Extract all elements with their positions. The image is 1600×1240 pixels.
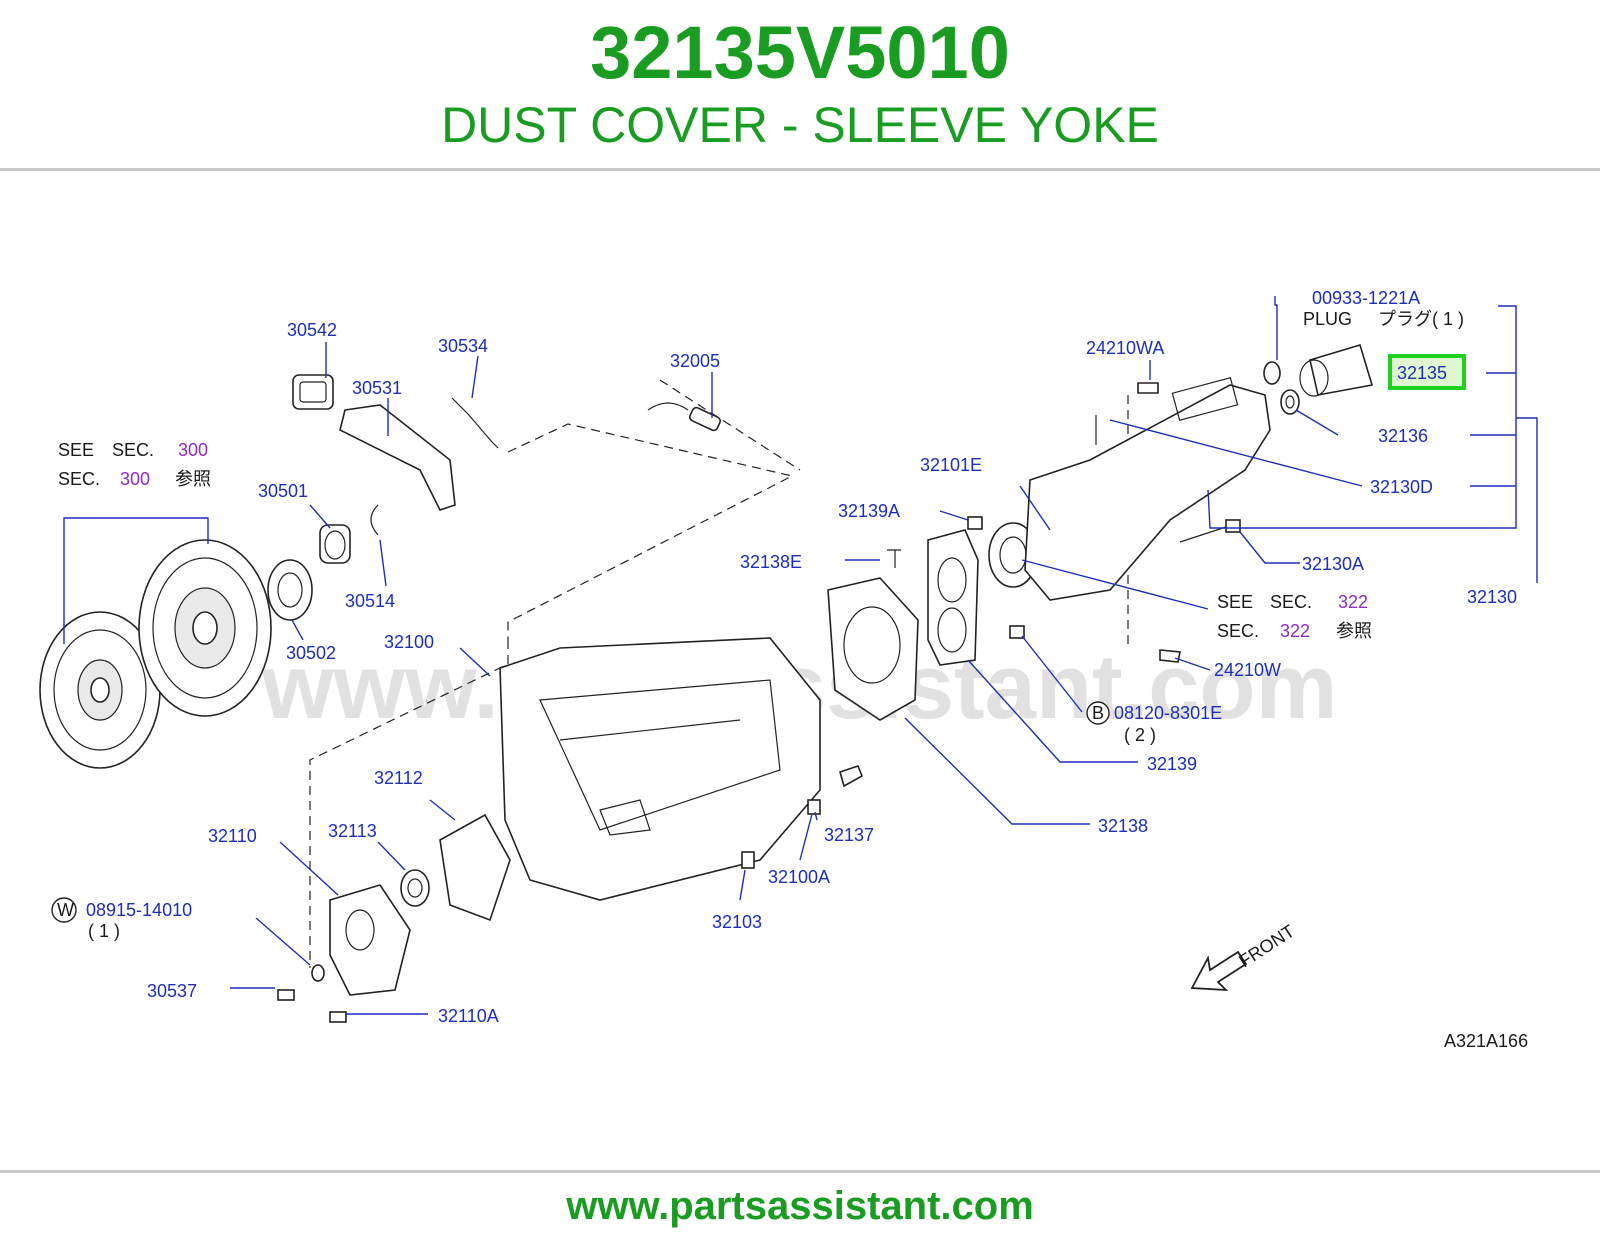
spring-clip-icon [451, 397, 499, 449]
gasket-icon [439, 813, 511, 922]
see-322-num2[interactable]: 322 [1280, 621, 1310, 641]
label-32139[interactable]: 32139 [1147, 754, 1197, 774]
diagram-code: A321A166 [1444, 1031, 1528, 1051]
front-seal-icon [400, 869, 430, 907]
front-label: FRONT [1235, 921, 1298, 972]
label-plug: PLUG [1303, 309, 1352, 329]
see-322-num[interactable]: 322 [1338, 592, 1368, 612]
label-24210WA[interactable]: 24210WA [1086, 338, 1164, 358]
center-plate-icon [927, 529, 979, 666]
label-32130D[interactable]: 32130D [1370, 477, 1433, 497]
label-24210W[interactable]: 24210W [1214, 660, 1281, 680]
transmission-case-icon [499, 637, 821, 901]
badge-w-circle [51, 897, 77, 923]
label-08915-14010[interactable]: 08915-14010 [86, 900, 192, 920]
see-300-ref: 参照 [175, 469, 211, 489]
release-lever-icon [339, 404, 456, 511]
label-32103[interactable]: 32103 [712, 912, 762, 932]
label-08120-8301E[interactable]: 08120-8301E [1114, 703, 1222, 723]
highlight-box-32135 [1388, 354, 1466, 390]
label-00933-1221A[interactable]: 00933-1221A [1312, 288, 1420, 308]
front-cover-icon [329, 884, 411, 996]
release-bearing-icon [267, 559, 313, 621]
washer-icon [311, 964, 325, 982]
see-322-sec: SEC. [1270, 592, 1312, 612]
label-32130[interactable]: 32130 [1467, 587, 1517, 607]
badge-b-letter: B [1092, 703, 1104, 723]
label-32100A[interactable]: 32100A [768, 867, 830, 887]
label-30502[interactable]: 30502 [286, 643, 336, 663]
label-32139A[interactable]: 32139A [838, 501, 900, 521]
label-30537[interactable]: 30537 [147, 981, 197, 1001]
label-32130A[interactable]: 32130A [1302, 554, 1364, 574]
label-32100[interactable]: 32100 [384, 632, 434, 652]
extension-housing-icon [1024, 376, 1271, 601]
badge-b-circle [1086, 701, 1110, 725]
header-divider [0, 168, 1600, 171]
see-300-sec: SEC. [112, 440, 154, 460]
label-32138E[interactable]: 32138E [740, 552, 802, 572]
badge-w-letter: W [57, 900, 74, 920]
bearing-sleeve-icon [319, 524, 351, 564]
footer-divider [0, 1170, 1600, 1173]
label-30501[interactable]: 30501 [258, 481, 308, 501]
label-32138[interactable]: 32138 [1098, 816, 1148, 836]
part-number-title: 32135V5010 [590, 11, 1010, 94]
label-30514[interactable]: 30514 [345, 591, 395, 611]
adapter-plate-icon [827, 577, 919, 721]
see-322-ref: 参照 [1336, 621, 1372, 641]
label-32113[interactable]: 32113 [328, 821, 377, 841]
see-300-num2[interactable]: 300 [120, 469, 150, 489]
boot-icon [292, 374, 334, 410]
bolt-icon [277, 415, 1241, 1023]
oil-seal-icon [1280, 389, 1300, 415]
front-arrow-icon [1190, 950, 1248, 992]
leader-lines [63, 296, 1538, 1015]
dust-cover-icon [1299, 344, 1374, 397]
label-32110A[interactable]: 32110A [438, 1006, 499, 1026]
label-08120-qty: ( 2 ) [1124, 725, 1156, 745]
see-322-see: SEE [1217, 592, 1253, 612]
see-300-sec2: SEC. [58, 469, 100, 489]
label-32112[interactable]: 32112 [374, 768, 423, 788]
footer-url-link[interactable]: www.partsassistant.com [566, 1184, 1034, 1228]
see-322-sec2: SEC. [1217, 621, 1259, 641]
part-name-subtitle: DUST COVER - SLEEVE YOKE [441, 97, 1159, 153]
label-08915-qty: ( 1 ) [88, 921, 120, 941]
label-32101E[interactable]: 32101E [920, 455, 982, 475]
breather-icon [887, 549, 901, 568]
bracket-icon [1137, 382, 1181, 663]
clutch-cover-icon [138, 539, 272, 717]
label-plug-jp: プラグ [1378, 309, 1432, 329]
switch-icon [647, 402, 722, 432]
label-32136[interactable]: 32136 [1378, 426, 1428, 446]
label-32110[interactable]: 32110 [208, 826, 257, 846]
see-300-num[interactable]: 300 [178, 440, 208, 460]
plug-icon [1263, 361, 1281, 385]
label-32135[interactable]: 32135 [1397, 363, 1447, 383]
label-30534[interactable]: 30534 [438, 336, 488, 356]
see-300-see: SEE [58, 440, 94, 460]
label-32137[interactable]: 32137 [824, 825, 874, 845]
label-plug-qty: ( 1 ) [1432, 309, 1464, 329]
retainer-clip-icon [370, 504, 379, 536]
label-30542[interactable]: 30542 [287, 320, 337, 340]
label-30531[interactable]: 30531 [352, 378, 402, 398]
label-32005[interactable]: 32005 [670, 351, 720, 371]
